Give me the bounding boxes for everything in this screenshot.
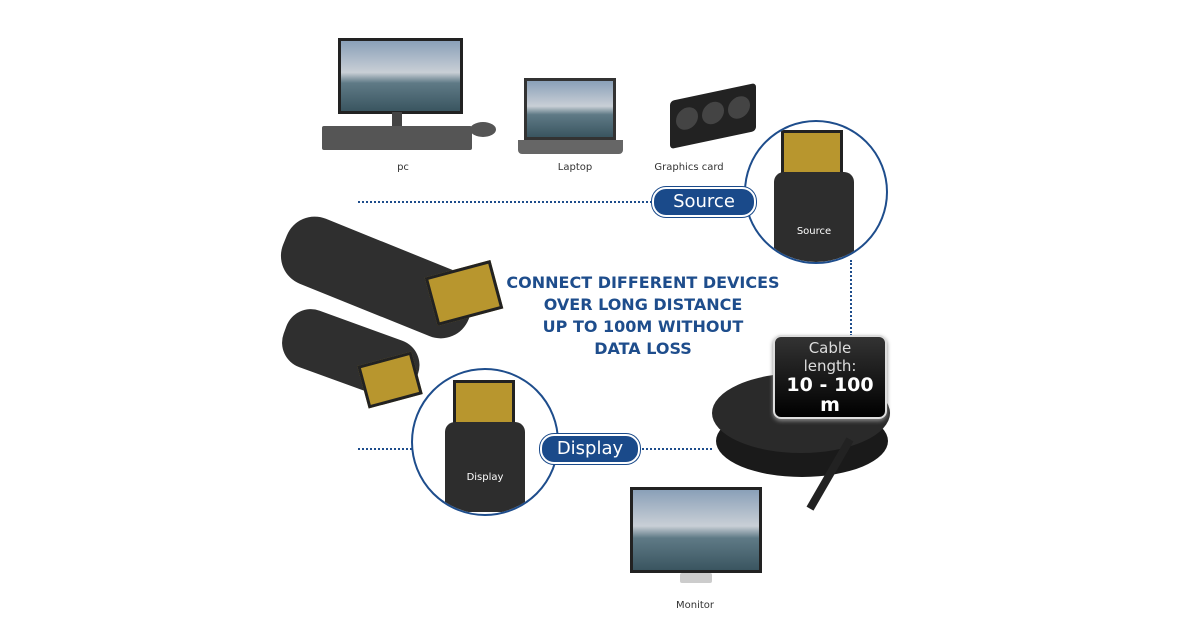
cable-length-box: Cable length: 10 - 100 m	[773, 335, 887, 419]
laptop-label: Laptop	[557, 162, 593, 173]
laptop-screen	[524, 78, 616, 140]
headline: CONNECT DIFFERENT DEVICES OVER LONG DIST…	[493, 272, 793, 360]
source-connector-text: Source	[796, 226, 832, 237]
keyboard	[322, 126, 472, 150]
headline-line-4: DATA LOSS	[594, 339, 692, 358]
source-badge: Source	[652, 187, 756, 217]
pc-monitor	[338, 38, 463, 114]
pc-label: pc	[397, 162, 409, 173]
graphics-card-label: Graphics card	[654, 162, 724, 173]
headline-line-3: UP TO 100M WITHOUT	[542, 317, 744, 336]
pc-image	[322, 38, 497, 153]
headline-line-2: OVER LONG DISTANCE	[543, 295, 743, 314]
display-connector-circle: Display	[411, 368, 559, 516]
pc-stand	[392, 112, 402, 126]
laptop-base	[518, 140, 623, 154]
monitor-image	[630, 487, 762, 587]
display-connector-text: Display	[466, 472, 504, 483]
monitor-label: Monitor	[675, 600, 714, 611]
source-to-reel-line	[850, 260, 852, 336]
headline-line-1: CONNECT DIFFERENT DEVICES	[506, 273, 780, 292]
display-line-right	[638, 448, 712, 450]
graphics-card-image	[670, 82, 756, 150]
laptop-image	[518, 78, 623, 156]
mouse	[470, 122, 496, 137]
cable-length-label: Cable length:	[803, 339, 857, 375]
display-badge: Display	[540, 434, 640, 464]
source-connector-circle: Source	[744, 120, 888, 264]
source-connector-line	[358, 201, 652, 203]
cable-length-value: 10 - 100 m	[786, 374, 874, 416]
display-line-left	[358, 448, 412, 450]
